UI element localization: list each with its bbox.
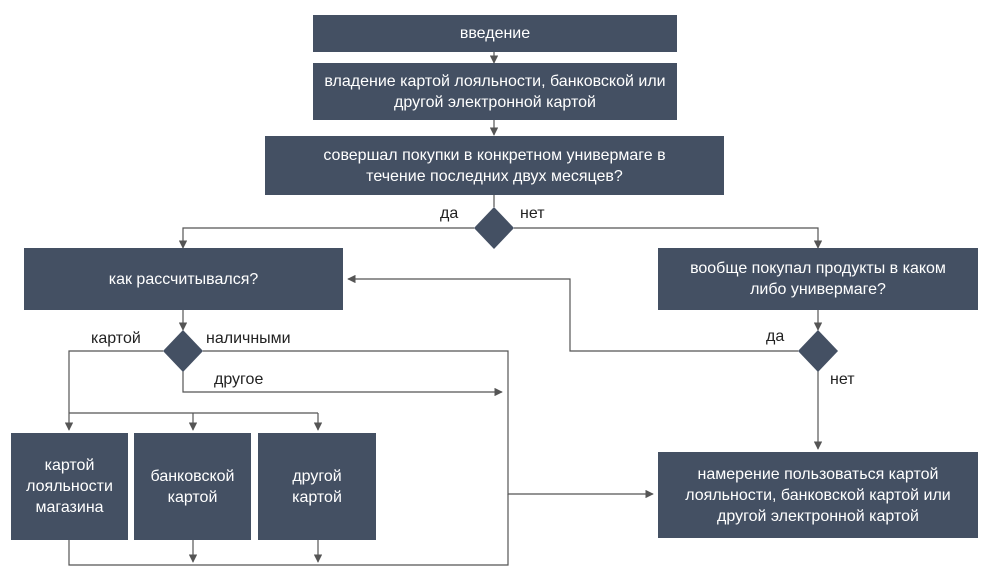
label-yes-1: да: [440, 205, 459, 222]
bottom-collector: [68, 494, 509, 566]
arrow-other-branch: [182, 371, 503, 397]
node-intro: введение: [313, 15, 677, 52]
decision-diamond-2: [163, 330, 203, 372]
arrow-yes-back-payment: [347, 274, 798, 352]
arrow-no-purchased-any: [514, 227, 823, 249]
node-purchased-any: вообще покупал продукты в каком либо уни…: [658, 248, 978, 310]
label-no-1: нет: [520, 205, 545, 222]
node-ownership: владение картой лояльности, банковской и…: [313, 63, 677, 120]
arrow-card-branch: [68, 350, 163, 413]
node-store-card: картой лояльности магазина: [11, 433, 128, 540]
label-no-2: нет: [830, 371, 855, 388]
decision-diamond-1: [474, 207, 514, 249]
node-other-card: другой картой: [258, 433, 376, 540]
arrow-yes-payment: [178, 227, 474, 249]
label-by-card: картой: [91, 330, 141, 347]
label-yes-2: да: [766, 328, 785, 345]
node-payment-method: как рассчитывался?: [24, 248, 343, 310]
arrow-cash-branch: [203, 350, 654, 499]
node-bank-card: банковской картой: [134, 433, 251, 540]
label-other: другое: [214, 371, 264, 388]
label-cash: наличными: [206, 330, 291, 347]
node-purchased-specific: совершал покупки в конкретном универмаге…: [265, 136, 724, 195]
decision-diamond-3: [798, 330, 838, 372]
node-intention: намерение пользоваться картой лояльности…: [658, 452, 978, 538]
